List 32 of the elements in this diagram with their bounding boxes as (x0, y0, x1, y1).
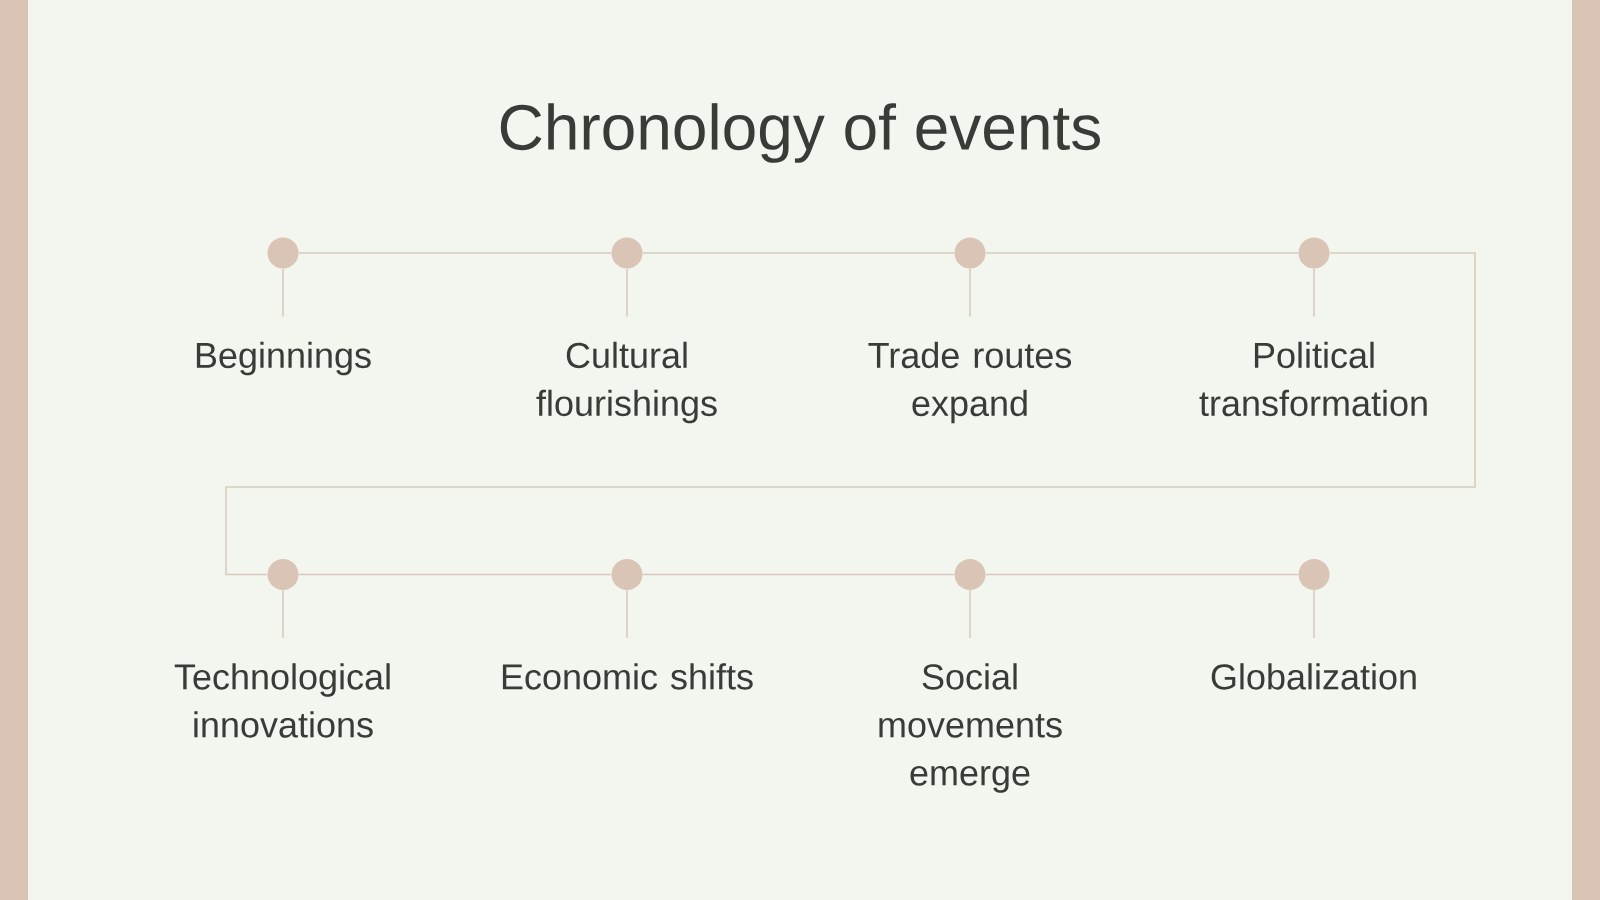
event-label: Trade routes expand (868, 341, 1072, 424)
title: Chronology of events (500, 103, 1100, 163)
event-label: Economic shifts (502, 663, 753, 690)
event-label: Social movements emerge (879, 663, 1062, 793)
timeline-line (225, 252, 1476, 576)
event-label: Globalization (1211, 663, 1416, 690)
stem-line (626, 589, 628, 639)
timeline-dot (954, 559, 986, 590)
timeline-dot (954, 237, 986, 269)
stem-line (969, 589, 971, 639)
timeline-line (984, 573, 1300, 576)
event-label: Cultural flourishings (536, 341, 717, 424)
timeline-line (641, 573, 956, 576)
timeline-dot (1298, 559, 1330, 590)
timeline-dot (1298, 237, 1330, 269)
stem-line (969, 267, 971, 318)
timeline-dot (267, 559, 299, 590)
timeline-dot (611, 559, 643, 590)
stem-line (282, 267, 284, 318)
event-label: Technological innovations (174, 663, 390, 738)
timeline-line (641, 252, 956, 254)
event-label: Beginnings (196, 341, 371, 376)
stem-line (1313, 589, 1315, 639)
timeline-line (297, 252, 613, 254)
stem-line (282, 589, 284, 639)
timeline-dot (267, 237, 299, 269)
timeline-dot (611, 237, 643, 269)
timeline-line (984, 252, 1300, 254)
stem-line (1313, 267, 1315, 318)
timeline-line (297, 573, 613, 576)
stem-line (626, 267, 628, 318)
event-label: Political transformation (1199, 341, 1427, 417)
